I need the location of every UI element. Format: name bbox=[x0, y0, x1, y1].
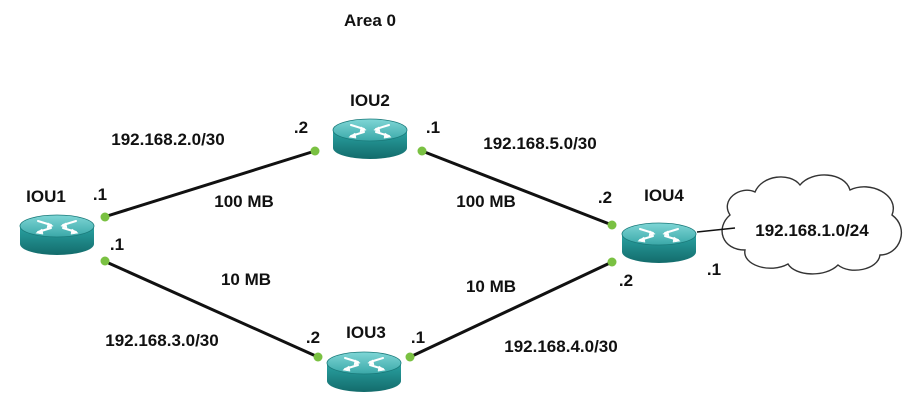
port-dot bbox=[100, 256, 110, 266]
ports bbox=[100, 146, 617, 362]
bandwidth-label-iou3-iou4: 10 MB bbox=[466, 277, 516, 296]
router-name-iou4: IOU4 bbox=[644, 186, 684, 205]
link-iou2-iou4 bbox=[421, 149, 613, 227]
lan-subnet-label: 192.168.1.0/24 bbox=[755, 221, 869, 240]
host-label: .1 bbox=[93, 185, 107, 204]
lan-cloud bbox=[721, 174, 903, 275]
host-label: .2 bbox=[294, 118, 308, 137]
router-iou2[interactable] bbox=[332, 118, 408, 160]
host-label: .2 bbox=[619, 271, 633, 290]
subnet-label-iou1-iou3: 192.168.3.0/30 bbox=[105, 331, 218, 350]
host-label: .2 bbox=[598, 188, 612, 207]
subnet-label-iou1-iou2: 192.168.2.0/30 bbox=[111, 130, 224, 149]
port-dot bbox=[405, 352, 415, 362]
router-iou3[interactable] bbox=[326, 351, 402, 393]
host-label: .1 bbox=[411, 328, 425, 347]
link-iou3-iou4 bbox=[409, 260, 613, 359]
port-dot bbox=[100, 212, 110, 222]
link-iou4-lan bbox=[696, 227, 736, 233]
host-label: .2 bbox=[306, 328, 320, 347]
host-label: .1 bbox=[110, 235, 124, 254]
host-label: .1 bbox=[707, 260, 721, 279]
router-name-iou2: IOU2 bbox=[350, 91, 390, 110]
port-dot bbox=[607, 257, 617, 267]
router-iou4[interactable] bbox=[621, 222, 697, 264]
subnet-label-iou2-iou4: 192.168.5.0/30 bbox=[483, 134, 596, 153]
links bbox=[103, 149, 613, 359]
area-label: Area 0 bbox=[344, 11, 396, 30]
router-iou1[interactable] bbox=[19, 214, 95, 256]
link-iou1-iou3 bbox=[103, 259, 319, 359]
bandwidth-label-iou1-iou3: 10 MB bbox=[221, 270, 271, 289]
link-iou1-iou2 bbox=[103, 149, 316, 219]
bandwidth-label-iou2-iou4: 100 MB bbox=[456, 192, 516, 211]
port-dot bbox=[313, 352, 323, 362]
bandwidth-label-iou1-iou2: 100 MB bbox=[214, 192, 274, 211]
subnet-label-iou3-iou4: 192.168.4.0/30 bbox=[504, 337, 617, 356]
port-dot bbox=[417, 146, 427, 156]
router-name-iou3: IOU3 bbox=[346, 323, 386, 342]
router-name-iou1: IOU1 bbox=[26, 187, 66, 206]
port-dot bbox=[607, 220, 617, 230]
port-dot bbox=[310, 146, 320, 156]
host-label: .1 bbox=[426, 118, 440, 137]
